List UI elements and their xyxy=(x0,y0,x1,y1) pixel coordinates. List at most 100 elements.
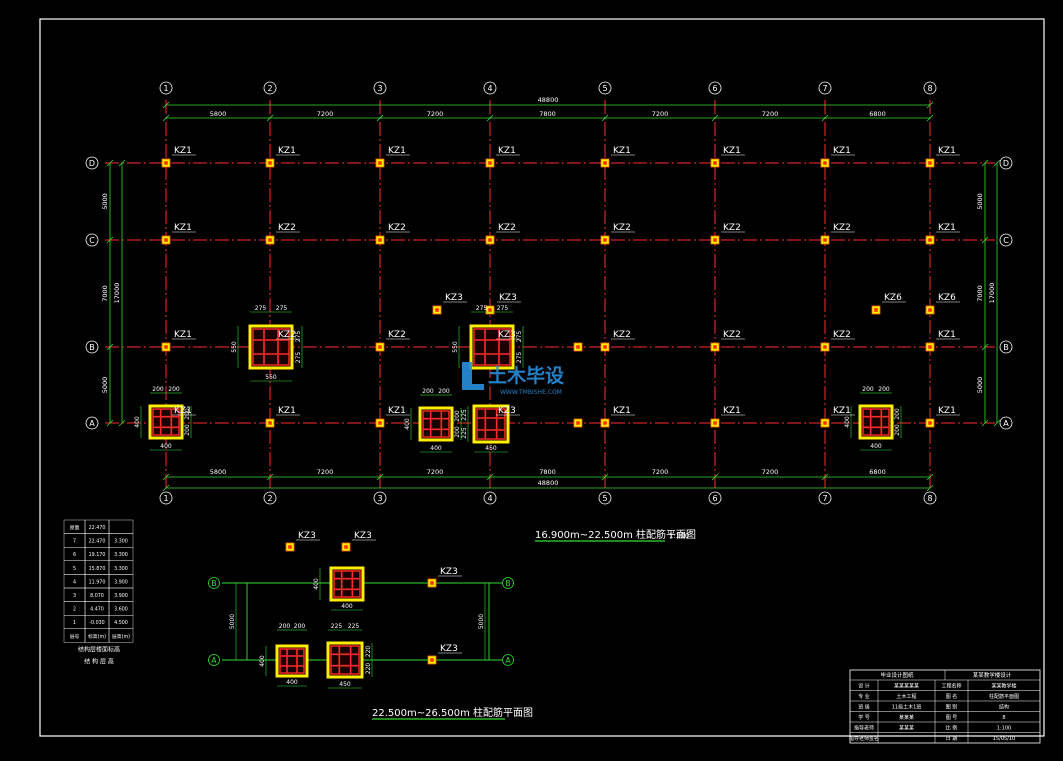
section-550-a-stirrup xyxy=(252,328,290,366)
sub-section-400-bottom xyxy=(275,644,309,678)
section-400-left-width: 400 xyxy=(160,443,172,450)
axis-label-right-C: C xyxy=(1003,236,1009,245)
section-400-mid-side-2: 200 xyxy=(454,426,461,438)
top-total-dim-text: 48800 xyxy=(538,96,559,104)
right-span-dim-tick xyxy=(981,159,989,167)
sub-axis-bubble-left-A xyxy=(208,654,220,666)
bottom-bay-dim-tick xyxy=(711,473,719,481)
column-label-C-1: KZ1 xyxy=(174,223,192,233)
section-550-a-height: 550 xyxy=(231,341,238,353)
column-C-2-core xyxy=(268,238,272,242)
sub-400-bottom-top-2: 200 xyxy=(294,623,306,630)
bottom-bay-dim-text: 7200 xyxy=(652,468,669,476)
column-extra-a-core xyxy=(576,421,580,425)
title-block-cell: 图 名 xyxy=(946,693,958,700)
axis-bubble-bottom-8 xyxy=(923,491,937,505)
column-C-1-core xyxy=(164,238,168,242)
right-span-dim-tick xyxy=(981,419,989,427)
sub-section-400-bottom-stirrup xyxy=(279,648,305,674)
column-label-B-2: KZ2 xyxy=(278,330,296,340)
column-C-5-core xyxy=(603,238,607,242)
column-label-B-4: KZ3 xyxy=(498,330,516,340)
axis-label-top-7: 7 xyxy=(822,84,827,93)
axis-bubble-bottom-3 xyxy=(373,491,387,505)
left-span-dim-tick xyxy=(106,419,114,427)
sub-axis-bubble-left-B xyxy=(208,577,220,589)
sub-span-dim-left: 5000 xyxy=(229,614,236,629)
title-block-cell: 图 号 xyxy=(946,715,958,721)
right-span-dim-text: 5000 xyxy=(976,193,984,210)
axis-bubble-bottom-1 xyxy=(159,491,173,505)
sub-label-kz3-a: KZ3 xyxy=(298,531,316,541)
column-label-D-5: KZ1 xyxy=(613,146,631,156)
column-C-8-core xyxy=(928,238,932,242)
bottom-total-dim-tick xyxy=(926,484,934,492)
column-B-3-core xyxy=(378,345,382,349)
level-table-text: 3.600 xyxy=(114,607,128,613)
section-400-left-side-1: 200 xyxy=(184,408,191,420)
level-table-text: 标高(m) xyxy=(88,633,106,640)
sub-400-top-height: 400 xyxy=(313,578,320,590)
column-D-1-core xyxy=(164,161,168,165)
section-550-b-top-1: 275 xyxy=(476,305,488,312)
column-A-6-core xyxy=(713,421,717,425)
title-block-cell: 结构 xyxy=(999,704,1009,711)
column-A-5-core xyxy=(603,421,607,425)
title-block-cell: 1:100 xyxy=(997,726,1011,732)
right-span-dim-tick xyxy=(981,236,989,244)
column-A-8-core xyxy=(928,421,932,425)
section-550-b-side-2: 275 xyxy=(516,352,523,364)
bottom-bay-dim-tick xyxy=(162,473,170,481)
section-400-right-stirrup xyxy=(862,408,890,436)
column-label-D-2: KZ1 xyxy=(278,146,296,156)
section-400-right-side-1: 200 xyxy=(894,408,901,420)
level-table-text: -0.030 xyxy=(89,620,104,626)
sub-450-top-2: 225 xyxy=(348,623,360,630)
section-400-right xyxy=(858,404,894,440)
column-label-D-3: KZ1 xyxy=(388,146,406,156)
axis-bubble-left-C xyxy=(85,233,99,247)
column-label-C-7: KZ2 xyxy=(833,223,851,233)
title-block-cell: 某某教学楼 xyxy=(991,683,1016,690)
section-550-b xyxy=(469,324,515,370)
axis-bubble-right-D xyxy=(999,156,1013,170)
column-label-A-2: KZ1 xyxy=(278,406,296,416)
level-table-text: 4.470 xyxy=(90,607,104,613)
top-bay-dim-text: 7200 xyxy=(427,110,444,118)
left-total-dim-text: 17000 xyxy=(113,283,121,304)
column-C-3-core xyxy=(378,238,382,242)
title-block-cell: 11级土木1班 xyxy=(892,704,922,711)
bottom-total-dim-tick xyxy=(162,484,170,492)
level-table-text: 1 xyxy=(73,620,76,626)
level-table-text: 2 xyxy=(73,607,76,613)
section-400-mid-stirrup xyxy=(422,410,450,438)
bottom-bay-dim-text: 7200 xyxy=(317,468,334,476)
column-label-B-5: KZ2 xyxy=(613,330,631,340)
top-bay-dim-tick xyxy=(926,114,934,122)
axis-bubble-top-1 xyxy=(159,81,173,95)
column-B-8-core xyxy=(928,345,932,349)
sub-450-width: 450 xyxy=(339,681,351,688)
left-span-dim-text: 5000 xyxy=(101,377,109,394)
sub-400-top-width: 400 xyxy=(341,603,353,610)
level-table-text: 3 xyxy=(73,593,76,599)
axis-label-top-4: 4 xyxy=(487,84,492,93)
axis-bubble-bottom-6 xyxy=(708,491,722,505)
sub-450-top-1: 225 xyxy=(331,623,343,630)
level-table-text: 8.070 xyxy=(90,593,104,599)
column-label-A-1: KZ1 xyxy=(174,406,192,416)
right-total-dim-tick xyxy=(993,419,1001,427)
axis-bubble-left-A xyxy=(85,416,99,430)
sub-axis-label-left-B: B xyxy=(211,579,216,588)
column-D-6-core xyxy=(713,161,717,165)
section-400-right-top-2: 200 xyxy=(878,386,890,393)
section-400-left-height: 400 xyxy=(134,416,141,428)
axis-bubble-bottom-2 xyxy=(263,491,277,505)
sub-450-side-1: 220 xyxy=(365,646,372,658)
column-label-D-1: KZ1 xyxy=(174,146,192,156)
bottom-bay-dim-text: 7800 xyxy=(539,468,556,476)
axis-bubble-top-3 xyxy=(373,81,387,95)
axis-bubble-top-2 xyxy=(263,81,277,95)
sub-section-400-top-stirrup xyxy=(333,570,361,598)
